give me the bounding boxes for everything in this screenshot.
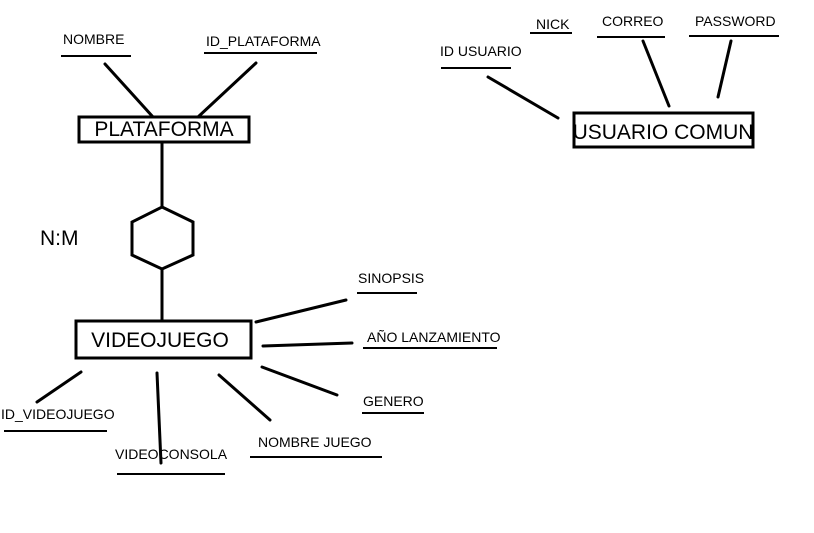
- entity-usuario-comun-label: USUARIO COMUN: [573, 121, 754, 144]
- attr-nombre: NOMBRE: [63, 31, 124, 47]
- attr-nick: NICK: [536, 16, 570, 32]
- line-password: [716, 39, 733, 99]
- entity-plataforma-label: PLATAFORMA: [94, 118, 233, 141]
- line-id-videojuego: [35, 370, 83, 404]
- cardinality-label: N:M: [40, 227, 79, 250]
- attr-id-usuario: ID USUARIO: [440, 43, 522, 59]
- attr-sinopsis: SINOPSIS: [358, 270, 424, 286]
- connectors: [35, 39, 733, 465]
- line-correo: [641, 39, 671, 108]
- attr-password: PASSWORD: [695, 13, 776, 29]
- attr-genero: GENERO: [363, 393, 424, 409]
- line-nombre-juego: [217, 373, 272, 422]
- line-sinopsis: [254, 298, 348, 324]
- line-anio-lanzamiento: [261, 341, 354, 348]
- line-videoconsola: [155, 371, 163, 465]
- line-id-plataforma: [196, 61, 258, 119]
- attr-nombre-juego: NOMBRE JUEGO: [258, 434, 372, 450]
- line-id-usuario: [486, 75, 560, 120]
- relationship-hexagon: [130, 205, 195, 271]
- attr-id-videojuego: ID_VIDEOJUEGO: [1, 406, 115, 422]
- attr-id-plataforma: ID_PLATAFORMA: [206, 33, 321, 49]
- line-genero: [260, 365, 339, 397]
- entity-videojuego-label: VIDEOJUEGO: [91, 329, 229, 352]
- entity-usuario-comun-box: [572, 111, 755, 149]
- entity-videojuego-box: [74, 319, 253, 360]
- attribute-underlines: [4, 32, 779, 475]
- line-nombre-plataforma: [103, 62, 155, 119]
- attr-correo: CORREO: [602, 13, 664, 29]
- entity-plataforma-box: [77, 115, 251, 144]
- attr-videoconsola: VIDEOCONSOLA: [115, 446, 228, 462]
- attr-anio-lanzamiento: AÑO LANZAMIENTO: [367, 329, 501, 345]
